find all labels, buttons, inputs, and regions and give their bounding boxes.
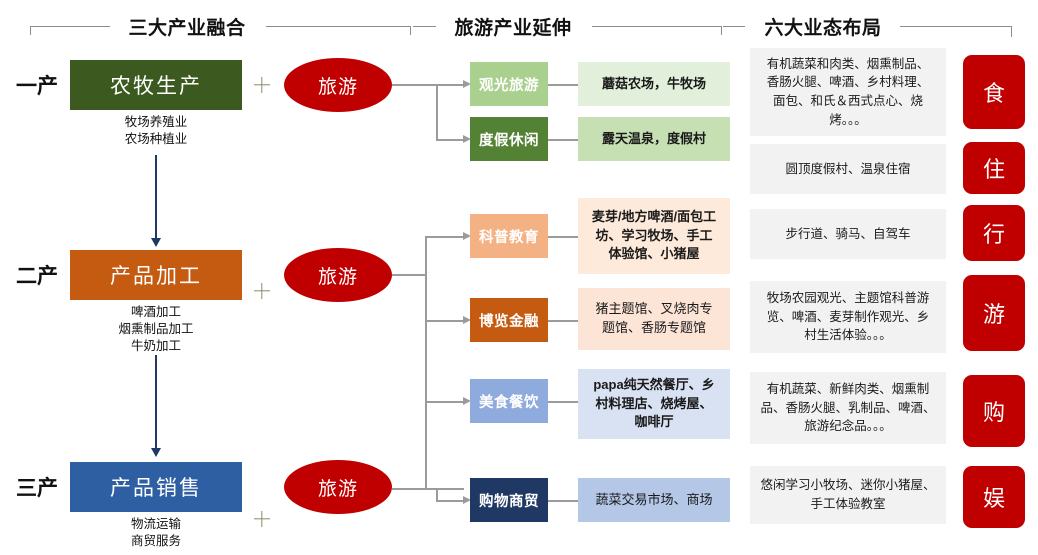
industry-sub-2: 啤酒加工 烟熏制品加工 牛奶加工 xyxy=(118,305,194,353)
industry-label-3: 三产 xyxy=(16,477,58,500)
plus-icon-2 xyxy=(254,283,270,299)
industry-box-primary[interactable]: 农牧生产 xyxy=(70,60,242,110)
extension-desc-3: 麦芽/地方啤酒/面包工 坊、学习牧场、手工 体验馆、小猪屋 xyxy=(578,198,730,274)
extension-link-6 xyxy=(548,500,586,502)
industry-sub-3: 物流运输 商贸服务 xyxy=(130,517,181,548)
header-title-2: 旅游产业延伸 xyxy=(454,17,572,39)
format-desc-2: 圆顶度假村、温泉住宿 xyxy=(750,144,946,194)
format-desc-4: 牧场农园观光、主题馆科普游 览、啤酒、麦芽制作观光、乡 村生活体验。。。 xyxy=(750,281,946,353)
format-badge-travel[interactable]: 行 xyxy=(963,205,1025,261)
header-title-1: 三大产业融合 xyxy=(128,17,246,39)
header-bracket-1-right-tick xyxy=(410,26,411,35)
extension-link-4 xyxy=(548,320,586,322)
format-badge-tour[interactable]: 游 xyxy=(963,275,1025,351)
extension-chip-2[interactable]: 度假休闲 xyxy=(470,117,548,161)
industry-box-tertiary[interactable]: 产品销售 xyxy=(70,462,242,512)
extension-chip-3[interactable]: 科普教育 xyxy=(470,214,548,258)
header-bracket-3-right-line xyxy=(900,26,1012,27)
extension-chip-1[interactable]: 观光旅游 xyxy=(470,62,548,106)
connector-c-arrow xyxy=(463,496,471,504)
industry-sub-1: 牧场养殖业 农场种植业 xyxy=(124,115,188,146)
flow-arrow-1-head xyxy=(151,238,161,247)
flow-arrow-2-line xyxy=(155,355,157,450)
header-bracket-1-right-line xyxy=(266,26,411,27)
header-bracket-2-left-line xyxy=(413,26,436,27)
extension-link-1 xyxy=(548,84,586,86)
industry-label-1: 一产 xyxy=(16,75,58,98)
industry-box-secondary[interactable]: 产品加工 xyxy=(70,250,242,300)
extension-link-2 xyxy=(548,139,586,141)
connector-c-leg xyxy=(436,500,464,502)
connector-b-trunk xyxy=(425,236,427,489)
format-desc-6: 悠闲学习小牧场、迷你小猪屋、 手工体验教室 xyxy=(750,466,946,524)
header-title-3: 六大业态布局 xyxy=(764,17,882,39)
flow-arrow-1-line xyxy=(155,155,157,240)
connector-a-stem xyxy=(392,84,437,86)
format-desc-1: 有机蔬菜和肉类、烟熏制品、 香肠火腿、啤酒、乡村料理、 面包、和氏＆西式点心、烧… xyxy=(750,48,946,136)
connector-b-branch-2 xyxy=(425,320,464,322)
connector-c-drop xyxy=(436,488,438,501)
connector-c-branch xyxy=(425,488,464,490)
connector-b-branch-3 xyxy=(425,401,464,403)
header-bracket-3-right-tick xyxy=(1011,26,1012,37)
format-badge-shopping[interactable]: 购 xyxy=(963,375,1025,447)
extension-desc-2: 露天温泉，度假村 xyxy=(578,117,730,161)
flow-arrow-2-head xyxy=(151,448,161,457)
extension-chip-5[interactable]: 美食餐饮 xyxy=(470,379,548,423)
extension-chip-4[interactable]: 博览金融 xyxy=(470,298,548,342)
header-bracket-2-right-tick xyxy=(721,26,722,35)
header-bracket-2-right-line xyxy=(592,26,722,27)
connector-b-branch-1 xyxy=(425,236,464,238)
plus-icon-3 xyxy=(254,511,270,527)
format-badge-stay[interactable]: 住 xyxy=(963,142,1025,194)
header-bracket-1-left-tick xyxy=(30,26,31,35)
header-bracket-1-left-line xyxy=(30,26,110,27)
format-desc-5: 有机蔬菜、新鲜肉类、烟熏制 品、香肠火腿、乳制品、啤酒、 旅游纪念品。。。 xyxy=(750,372,946,444)
connector-a-branch-2 xyxy=(436,139,464,141)
extension-desc-1: 蘑菇农场，牛牧场 xyxy=(578,62,730,106)
connector-b-arrow-3 xyxy=(463,397,471,405)
extension-desc-6: 蔬菜交易市场、商场 xyxy=(578,478,730,522)
extension-link-3 xyxy=(548,236,586,238)
extension-desc-5: papa纯天然餐厅、乡 村料理店、烧烤屋、 咖啡厅 xyxy=(578,369,730,439)
connector-c-stem xyxy=(392,488,426,490)
format-badge-entertainment[interactable]: 娱 xyxy=(963,466,1025,528)
plus-icon-1 xyxy=(254,77,270,93)
extension-link-5 xyxy=(548,401,586,403)
format-desc-3: 步行道、骑马、自驾车 xyxy=(750,209,946,259)
connector-a-arrow-1 xyxy=(463,80,471,88)
extension-desc-4: 猪主题馆、叉烧肉专 题馆、香肠专题馆 xyxy=(578,288,730,350)
connector-a-arrow-2 xyxy=(463,135,471,143)
extension-chip-6[interactable]: 购物商贸 xyxy=(470,478,548,522)
tourism-ellipse-1[interactable]: 旅游 xyxy=(284,58,392,112)
connector-a-branch-1 xyxy=(436,84,464,86)
connector-b-arrow-2 xyxy=(463,316,471,324)
format-badge-food[interactable]: 食 xyxy=(963,55,1025,129)
connector-a-trunk xyxy=(436,84,438,140)
tourism-ellipse-3[interactable]: 旅游 xyxy=(284,460,392,514)
header-bracket-3-left-line xyxy=(723,26,745,27)
tourism-ellipse-2[interactable]: 旅游 xyxy=(284,248,392,302)
industry-label-2: 二产 xyxy=(16,265,58,288)
connector-b-arrow-1 xyxy=(463,232,471,240)
connector-b-stem xyxy=(392,274,426,276)
